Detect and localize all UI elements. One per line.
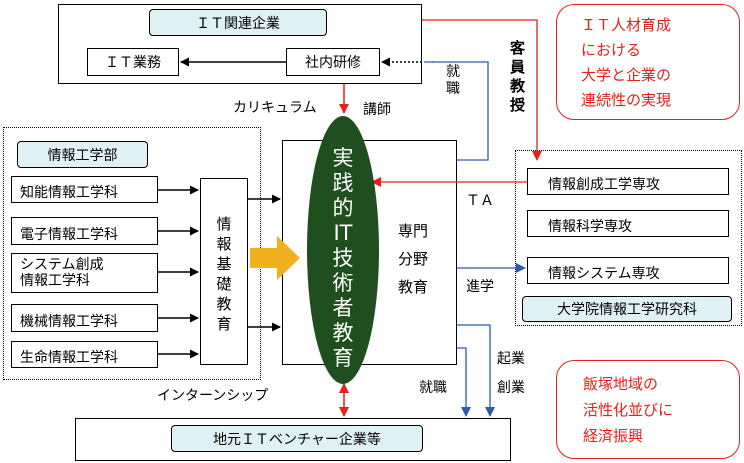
internal-training-box: 社内研修: [286, 48, 380, 76]
graduate-panel: [515, 150, 742, 326]
goal-note-line-2: における: [581, 41, 642, 59]
it-company-title: ＩＴ関連企業: [149, 9, 327, 36]
ta-label: ＴＡ: [466, 193, 494, 209]
local-venture-title: 地元ＩＴベンチャー企業等: [171, 425, 423, 452]
department-3: システム創成 情報工学科: [11, 253, 158, 293]
specialty-line-1: 専門: [398, 222, 429, 240]
practical-it-label: 実践的IT技術者教育: [332, 146, 354, 370]
goal-note: ＩＴ人材育成 における 大学と企業の 連続性の実現: [556, 4, 740, 120]
visiting-professor-label: 客員教授: [510, 39, 526, 114]
curriculum-label: カリキュラム: [233, 100, 317, 116]
flow-arrow-yellow: [250, 236, 300, 280]
graduate-course-2: 情報科学専攻: [527, 210, 729, 237]
employment-bottom-label: 就職: [419, 380, 447, 396]
faculty-title: 情報工学部: [17, 141, 148, 168]
graduate-course-1: 情報創成工学専攻: [527, 168, 729, 195]
region-note: 飯塚地域の 活性化並びに 経済振興: [556, 360, 740, 459]
advance-label: 進学: [466, 279, 494, 295]
it-work-box: ＩＴ業務: [87, 48, 179, 76]
visiting-professor-line: [422, 19, 542, 161]
lecturer-label: 講師: [363, 102, 391, 118]
region-note-line-1: 飯塚地域の: [583, 375, 659, 393]
goal-note-line-1: ＩＴ人材育成: [581, 16, 672, 34]
graduate-course-3: 情報システム専攻: [527, 257, 729, 284]
basic-education-box: [200, 178, 248, 365]
region-note-line-2: 活性化並びに: [583, 401, 674, 419]
practical-it-ellipse: [307, 116, 379, 384]
basic-education-label: 情報基礎教育: [216, 215, 232, 333]
specialty-line-2: 分野: [398, 250, 429, 268]
employment-top-label: 就職: [446, 64, 460, 97]
specialty-line-3: 教育: [398, 278, 429, 296]
internship-label: インターンシップ: [157, 388, 269, 404]
department-5: 生命情報工学科: [11, 341, 158, 368]
startup-label: 起業: [497, 351, 525, 367]
goal-note-line-4: 連続性の実現: [581, 91, 672, 109]
department-2: 電子情報工学科: [11, 217, 158, 245]
department-1: 知能情報工学科: [11, 176, 158, 203]
employment-bottom-line: [457, 347, 471, 417]
department-4: 機械情報工学科: [11, 304, 158, 332]
employment-top-line: [424, 61, 489, 161]
region-note-line-3: 経済振興: [583, 427, 644, 445]
goal-note-line-3: 大学と企業の: [581, 66, 672, 84]
founding-label: 創業: [497, 380, 525, 396]
startup-line: [457, 324, 495, 417]
graduate-title: 大学院情報工学研究科: [522, 296, 732, 322]
